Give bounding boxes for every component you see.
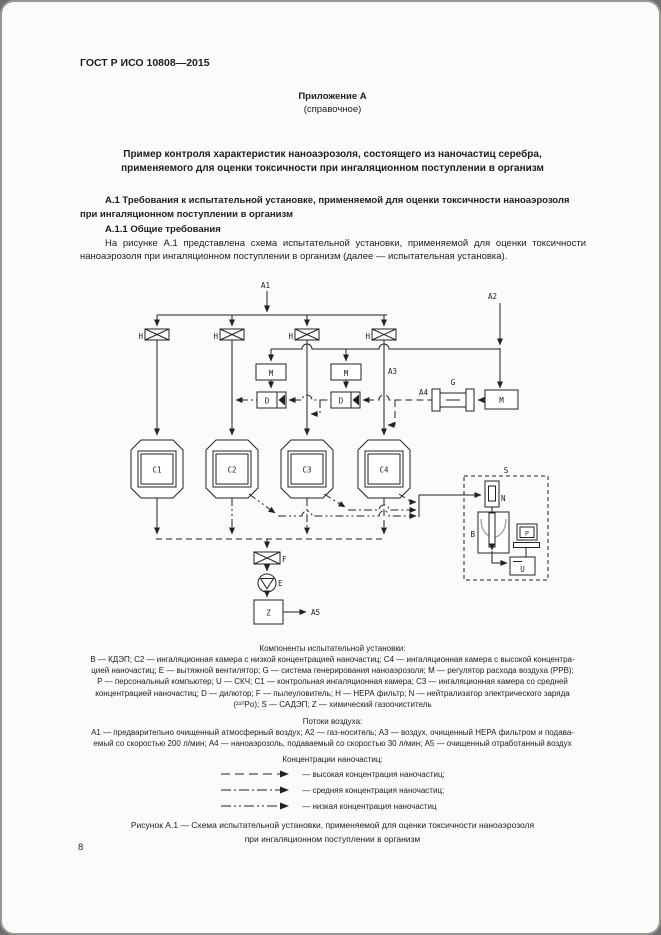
flow-a2-label: A2	[488, 292, 497, 301]
hepa-label: H	[138, 332, 143, 341]
figure-a1-schematic: A1 H H H H A3	[130, 281, 549, 625]
kdep-label: B	[470, 530, 475, 539]
chamber-label: C4	[379, 466, 389, 475]
regulator-label: M	[269, 369, 274, 378]
pc-label: P	[525, 530, 529, 538]
legend-label: — высокая концентрация наночастиц;	[302, 769, 445, 779]
chamber-c1: C1	[130, 439, 184, 499]
components-line: цией наночастиц; Е — вытяжной вентилятор…	[91, 666, 574, 676]
skch-unit: U	[509, 556, 536, 576]
legend-label: — низкая концентрация наночастиц	[302, 801, 437, 811]
chamber-label: C2	[227, 466, 236, 475]
appendix-label: Приложение А	[298, 91, 367, 102]
sadep-system: S N B U P	[463, 466, 549, 581]
low-concentration-line-icon	[221, 802, 290, 810]
flow-a1-label: A1	[261, 281, 270, 290]
exhaust-fan: E	[257, 573, 283, 593]
section-a1-heading: А.1 Требования к испытательной установке…	[80, 195, 570, 220]
fan-label: E	[278, 579, 283, 588]
legend-title: Концентрации наночастиц:	[282, 755, 383, 764]
air-regulator-3: M	[484, 389, 519, 410]
regulator-label: M	[499, 396, 504, 405]
components-line: (²¹⁰Po); S — САДЭП; Z — химический газоо…	[233, 699, 432, 709]
legend-label: — средняя концентрация наночастиц;	[302, 785, 445, 795]
scrubber-label: Z	[266, 609, 271, 618]
legend-row-medium: — средняя концентрация наночастиц;	[220, 782, 445, 798]
flow-a5-label: A5	[311, 608, 320, 617]
dust-collector: F	[253, 551, 287, 565]
figure-caption-line2: при ингаляционном поступлении в организм	[244, 834, 421, 844]
flow-a4-label: A4	[419, 388, 429, 397]
body-paragraph: На рисунке А.1 представлена схема испыта…	[80, 238, 586, 262]
chamber-c4: C4	[357, 439, 411, 499]
components-line: Р — персональный компьютер; U — СКЧ; С1 …	[97, 677, 568, 687]
regulator-label: M	[344, 369, 349, 378]
chamber-label: C3	[302, 466, 311, 475]
flows-list: А1 — предварительно очищенный атмосферны…	[2, 727, 659, 749]
medium-concentration-line-icon	[221, 786, 290, 794]
components-list: В — КДЭП; С2 — ингаляционная камера с ни…	[2, 654, 659, 710]
dilutor-label: D	[265, 397, 270, 406]
air-regulator-1: M	[255, 363, 287, 381]
doc-title-line2: применяемого для оценки токсичности при …	[121, 163, 544, 174]
hepa-filter-4: H	[365, 328, 397, 341]
chamber-label: C1	[152, 466, 161, 475]
air-regulator-2: M	[330, 363, 362, 381]
skch-label: U	[520, 565, 525, 574]
flows-title: Потоки воздуха:	[302, 717, 363, 726]
page-number: 8	[78, 842, 84, 853]
section-a11-heading: А.1.1 Общие требования	[105, 224, 221, 235]
doc-title-line1: Пример контроля характеристик наноаэрозо…	[123, 149, 542, 160]
chamber-c3: C3	[280, 439, 334, 499]
dilutor-label: D	[339, 397, 344, 406]
kdep-unit: B	[470, 511, 510, 554]
personal-computer: P	[513, 523, 540, 548]
dilutor-2: D	[330, 391, 361, 409]
legend-row-high: — высокая концентрация наночастиц;	[220, 766, 445, 782]
gas-scrubber: Z	[253, 599, 284, 625]
hepa-filter-1: H	[138, 328, 170, 341]
figure-caption-line1: Рисунок А.1 — Схема испытательной устано…	[130, 820, 535, 830]
high-concentration-line-icon	[221, 770, 290, 778]
hepa-label: H	[288, 332, 293, 341]
appendix-note: (справочное)	[303, 104, 362, 115]
components-title: Компоненты испытательной установки:	[259, 644, 406, 653]
chamber-c2: C2	[205, 439, 259, 499]
hepa-filter-3: H	[288, 328, 320, 341]
dilutor-1: D	[256, 391, 287, 409]
hepa-filter-2: H	[213, 328, 245, 341]
dust-collector-label: F	[282, 555, 287, 564]
doc-number: ГОСТ Р ИСО 10808—2015	[80, 57, 210, 69]
neutralizer-label: N	[501, 494, 506, 503]
sadep-label: S	[504, 466, 509, 475]
flows-line: емый со скоростью 200 л/мин; А4 — наноаэ…	[93, 739, 572, 749]
aerosol-generator: G	[431, 378, 475, 412]
hepa-label: H	[365, 332, 370, 341]
components-line: концентрацией наночастиц; D — дилютор; F…	[95, 688, 570, 698]
charge-neutralizer: N	[484, 480, 506, 508]
concentration-legend: — высокая концентрация наночастиц; — сре…	[2, 766, 659, 814]
generator-label: G	[451, 378, 456, 387]
components-line: В — КДЭП; С2 — ингаляционная камера с ни…	[90, 655, 575, 664]
flows-line: А1 — предварительно очищенный атмосферны…	[91, 728, 574, 737]
legend-row-low: — низкая концентрация наночастиц	[220, 798, 445, 814]
flow-a3-label: A3	[388, 367, 397, 376]
hepa-label: H	[213, 332, 218, 341]
